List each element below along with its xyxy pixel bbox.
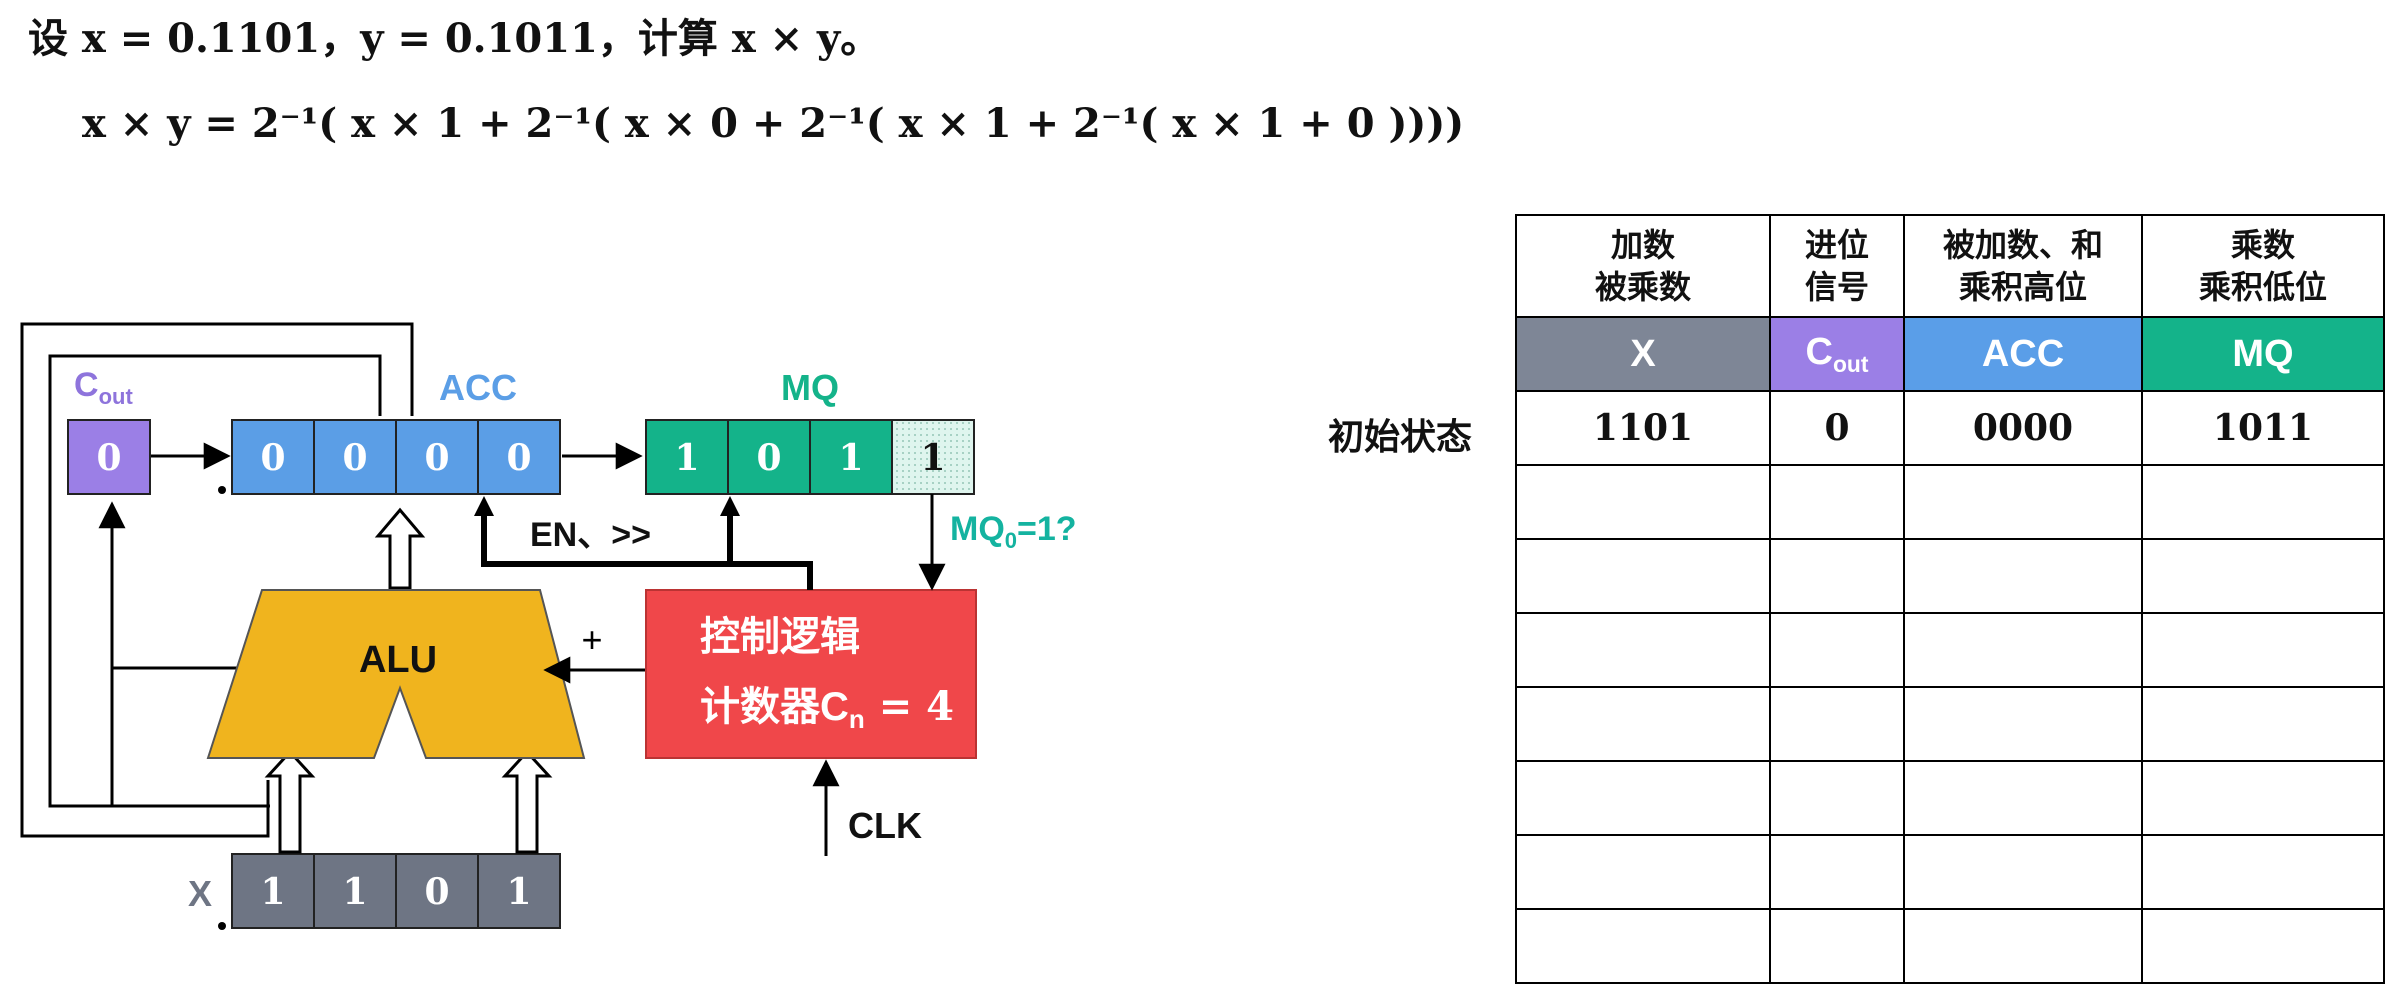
initial-acc-value: 0000 [1903,390,2143,466]
table-row [1515,464,2385,540]
empty-cell [1515,686,1771,762]
empty-cell [1769,538,1905,614]
mq-bit: 0 [756,437,781,479]
header-addend: 加数 被乘数 [1515,214,1771,318]
initial-x-value: 1101 [1515,390,1771,466]
empty-cell [1769,612,1905,688]
x-bit: 1 [260,871,285,913]
empty-cell [1769,686,1905,762]
table-row [1515,760,2385,836]
empty-cell [1903,686,2143,762]
empty-cell [1903,760,2143,836]
empty-cell [1769,834,1905,910]
empty-cell [1903,538,2143,614]
register-cout-cell: Cout [1769,316,1905,392]
header-mq: 乘数 乘积低位 [2141,214,2385,318]
acc-cell [477,419,561,495]
empty-cell [2141,464,2385,540]
empty-cell [1515,464,1771,540]
alu-to-cout-arrow [98,501,250,670]
mq0-test-label: MQ0=1? [950,510,1077,553]
hollow-bus-arrows [264,507,553,854]
mq-register: MQ 1 0 1 1 [645,367,975,495]
mq-cell [891,419,975,495]
header-acc: 被加数、和 乘积高位 [1903,214,2143,318]
empty-cell [1903,834,2143,910]
empty-cell [2141,908,2385,984]
acc-bit: 0 [506,437,531,479]
register-mq-cell: MQ [2141,316,2385,392]
control-logic-box: 控制逻辑 计数器Cn = 4 [645,589,977,759]
empty-cell [1515,834,1771,910]
empty-cell [2141,612,2385,688]
mq-cell [727,419,811,495]
multiplier-circuit-diagram: Cout 0 ACC 0 0 0 0 MQ 1 0 1 1 X 1 1 0 1 ALU + 控制逻… [20,322,1077,930]
acc-cell [231,419,315,495]
table-row [1515,834,2385,910]
control-logic-label: 控制逻辑 [700,615,860,659]
register-acc-cell: ACC [1903,316,2143,392]
state-table: 加数 被乘数 进位 信号 被加数、和 乘积高位 乘数 乘积低位 X Cout A… [1515,214,2385,984]
empty-cell [2141,834,2385,910]
cout-register-label: Cout [74,366,133,409]
mq-bit: 1 [838,437,863,479]
acc-bit: 0 [424,437,449,479]
x-cell [313,853,397,929]
table-row [1515,908,2385,984]
alu: ALU [206,589,586,759]
mq-bit: 1 [920,437,945,479]
acc-bit: 0 [342,437,367,479]
header-carry: 进位 信号 [1769,214,1905,318]
x-register: X 1 1 0 1 [188,853,561,930]
initial-state-label: 初始状态 [1328,416,1473,457]
mq-bit: 1 [674,437,699,479]
problem-statement: 设 x = 0.1101，y = 0.1011，计算 x × y。 [28,15,881,62]
acc-register: ACC 0 0 0 0 [218,367,561,495]
empty-cell [1903,908,2143,984]
empty-cell [1769,760,1905,836]
acc-cell [313,419,397,495]
empty-cell [2141,686,2385,762]
table-header-row: 加数 被乘数 进位 信号 被加数、和 乘积高位 乘数 乘积低位 [1515,214,2385,318]
acc-register-label: ACC [439,367,517,408]
table-row [1515,612,2385,688]
alu-label: ALU [359,639,437,681]
register-x-cell: X [1515,316,1771,392]
cout-register: Cout 0 [67,366,151,495]
clk-label: CLK [848,805,922,846]
empty-cell [1515,760,1771,836]
empty-cell [1515,538,1771,614]
acc-bit: 0 [260,437,285,479]
plus-label: + [581,619,602,660]
table-register-row: X Cout ACC MQ [1515,316,2385,392]
initial-cout-value: 0 [1769,390,1905,466]
mq-register-label: MQ [781,367,839,408]
table-row: 1101 0 0000 1011 [1515,390,2385,466]
en-shift-label: EN、>> [530,516,651,554]
recursive-formula: x × y = 2⁻¹( x × 1 + 2⁻¹( x × 0 + 2⁻¹( x… [82,100,1465,147]
empty-cell [1769,908,1905,984]
x-bit: 1 [506,871,531,913]
counter-label: 计数器Cn = 4 [700,683,954,734]
x-bit: 0 [424,871,449,913]
empty-cell [1515,612,1771,688]
x-cell [477,853,561,929]
empty-cell [2141,760,2385,836]
empty-cell [1903,612,2143,688]
empty-cell [2141,538,2385,614]
empty-cell [1769,464,1905,540]
empty-cell [1903,464,2143,540]
cout-value: 0 [96,437,121,479]
initial-mq-value: 1011 [2141,390,2385,466]
x-register-label: X [188,873,212,914]
empty-cell [1515,908,1771,984]
x-bit: 1 [342,871,367,913]
table-row [1515,538,2385,614]
table-row [1515,686,2385,762]
